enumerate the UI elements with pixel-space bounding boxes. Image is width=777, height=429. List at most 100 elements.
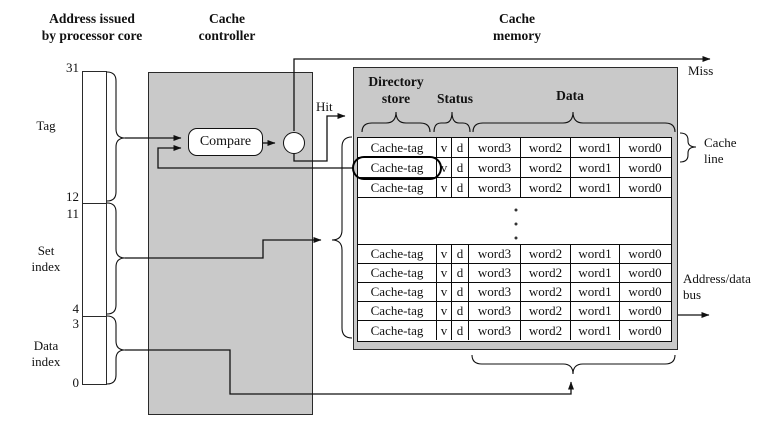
selected-cache-tag-highlight bbox=[352, 156, 442, 180]
hit-label: Hit bbox=[316, 99, 333, 114]
table-cell-word0: word0 bbox=[628, 159, 662, 175]
table-cell-cache-tag: Cache-tag bbox=[358, 302, 437, 320]
table-cell-d: d bbox=[452, 302, 469, 320]
table-cell-word2: word2 bbox=[521, 158, 571, 177]
data-index-brace bbox=[106, 315, 126, 385]
table-cell-v: v bbox=[437, 158, 452, 177]
bit-31: 31 bbox=[66, 60, 79, 75]
table-cell-word0: word0 bbox=[628, 265, 662, 280]
table-cell-word0: word0 bbox=[628, 246, 662, 261]
compare-unit: Compare bbox=[188, 128, 263, 156]
table-cell-cache-tag: Cache-tag bbox=[358, 245, 437, 263]
data-header: Data bbox=[556, 88, 584, 103]
cache-line-label: Cache line bbox=[704, 135, 736, 167]
table-cell-word2: word2 bbox=[521, 138, 571, 157]
table-cell-word1: word1 bbox=[571, 321, 620, 340]
table-cell-d: d bbox=[452, 283, 469, 301]
table-row-gap bbox=[358, 198, 671, 245]
table-cell-cache-tag: Cache-tag bbox=[358, 138, 437, 157]
table-cell-v: v bbox=[437, 245, 452, 263]
data-label-line2: index bbox=[31, 354, 61, 369]
table-cell-cache-tag: Cache-tag bbox=[358, 264, 437, 282]
table-cell-word0: word0 bbox=[628, 284, 662, 299]
memory-column-title: Cache memory bbox=[465, 10, 569, 44]
table-cell-d: d bbox=[452, 138, 469, 157]
table-cell-word3: word3 bbox=[469, 138, 521, 157]
table-cell-word1: word1 bbox=[571, 178, 620, 197]
table-cell-word1: word1 bbox=[571, 158, 620, 177]
set-data-divider bbox=[83, 316, 106, 317]
table-cell-word3: word3 bbox=[469, 283, 521, 301]
table-cell-cache-tag: Cache-tag bbox=[358, 321, 437, 340]
cache-line-label-line1: Cache bbox=[704, 135, 737, 150]
table-cell-word3: word3 bbox=[469, 302, 521, 320]
table-cell-cache-tag: Cache-tag bbox=[358, 178, 437, 197]
tag-set-divider bbox=[83, 203, 106, 204]
bus-label-line1: Address/data bbox=[683, 271, 751, 286]
data-label-line1: Data bbox=[33, 338, 59, 353]
status-header: Status bbox=[436, 91, 473, 106]
hit-miss-node-icon bbox=[283, 132, 305, 154]
table-cell-word0: word0 bbox=[628, 303, 662, 318]
row-select-brace bbox=[331, 136, 353, 339]
cache-controller-box bbox=[148, 72, 313, 415]
cache-line-label-line2: line bbox=[704, 151, 724, 166]
memory-title-line2: memory bbox=[493, 28, 541, 43]
table-cell-v: v bbox=[437, 283, 452, 301]
miss-label: Miss bbox=[688, 63, 714, 78]
bus-label-line2: bus bbox=[683, 287, 702, 302]
table-cell-d: d bbox=[452, 264, 469, 282]
table-cell-word3: word3 bbox=[469, 245, 521, 263]
table-cell-word2: word2 bbox=[521, 178, 571, 197]
table-cell-word1: word1 bbox=[571, 138, 620, 157]
controller-column-title: Cache controller bbox=[175, 10, 279, 44]
set-label-line2: index bbox=[31, 259, 61, 274]
compare-label: Compare bbox=[199, 134, 252, 149]
address-title-line2: by processor core bbox=[41, 28, 143, 43]
table-cell-word2: word2 bbox=[521, 264, 571, 282]
table-cell-word1: word1 bbox=[571, 264, 620, 282]
tag-brace bbox=[106, 71, 126, 202]
cache-line-brace bbox=[679, 132, 697, 163]
table-cell-v: v bbox=[437, 264, 452, 282]
table-cell-word1: word1 bbox=[571, 283, 620, 301]
table-cell-d: d bbox=[452, 321, 469, 340]
address-title-line1: Address issued bbox=[49, 11, 135, 26]
set-index-field-label: Set index bbox=[18, 243, 74, 275]
table-cell-word2: word2 bbox=[521, 321, 571, 340]
data-index-field-label: Data index bbox=[18, 338, 74, 370]
table-cell-word1: word1 bbox=[571, 245, 620, 263]
word-select-brace bbox=[471, 354, 676, 375]
table-cell-v: v bbox=[437, 321, 452, 340]
set-label-line1: Set bbox=[37, 243, 55, 258]
bit-3: 3 bbox=[72, 316, 80, 331]
table-cell-d: d bbox=[452, 158, 469, 177]
address-field-box bbox=[82, 71, 107, 385]
set-index-brace bbox=[106, 202, 126, 315]
controller-title-line1: Cache bbox=[209, 11, 245, 26]
bit-11: 11 bbox=[66, 206, 79, 221]
bit-12: 12 bbox=[66, 189, 79, 204]
table-cell-v: v bbox=[437, 302, 452, 320]
table-cell-cache-tag: Cache-tag bbox=[358, 283, 437, 301]
bit-0: 0 bbox=[72, 375, 80, 390]
table-cell-word0: word0 bbox=[628, 322, 662, 338]
table-cell-word2: word2 bbox=[521, 245, 571, 263]
table-cell-d: d bbox=[452, 245, 469, 263]
table-cell-word3: word3 bbox=[469, 178, 521, 197]
table-cell-v: v bbox=[437, 138, 452, 157]
controller-title-line2: controller bbox=[198, 28, 256, 43]
table-cell-word0: word0 bbox=[628, 179, 662, 195]
table-cell-word1: word1 bbox=[571, 302, 620, 320]
bit-4: 4 bbox=[72, 301, 80, 316]
table-cell-word3: word3 bbox=[469, 264, 521, 282]
table-cell-v: v bbox=[437, 178, 452, 197]
